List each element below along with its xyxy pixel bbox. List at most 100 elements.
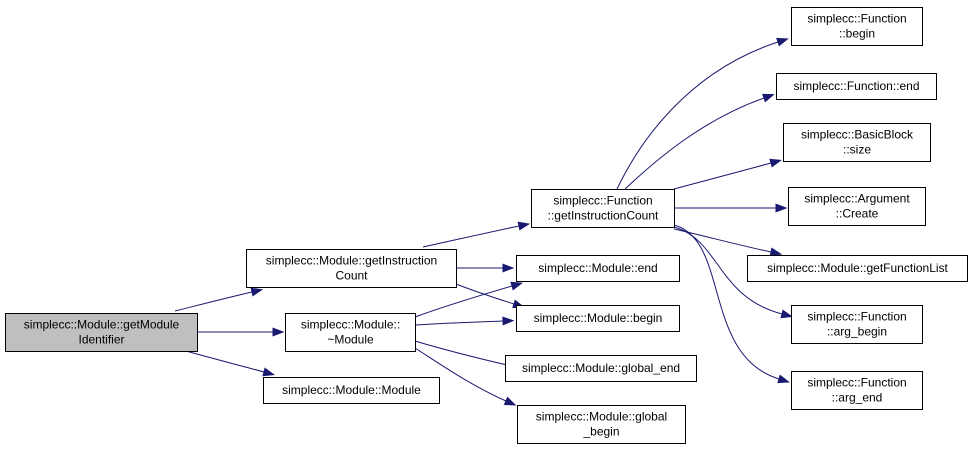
edge-fnGetInstructionCount-to-getFunctionList <box>673 228 783 257</box>
edge-line <box>673 224 780 380</box>
arrowhead <box>769 158 783 168</box>
arrowhead <box>775 203 788 213</box>
edge-line <box>422 225 520 248</box>
edge-line <box>174 291 253 312</box>
edge-line <box>673 226 783 315</box>
node-box[interactable] <box>516 255 680 282</box>
edge-getInstructionCount-to-modEnd <box>456 263 515 273</box>
node-label-line: _begin <box>582 425 619 439</box>
node-label-line: simplecc::Function::end <box>793 79 919 93</box>
edge-line <box>673 162 772 190</box>
node-box[interactable] <box>285 313 416 352</box>
node-label-line: simplecc::Function <box>807 376 906 390</box>
node-label-line: simplecc::Function <box>553 194 652 208</box>
node-box[interactable] <box>516 305 680 332</box>
node-label-line: simplecc::Module::getInstruction <box>266 254 437 268</box>
node-box[interactable] <box>531 189 675 228</box>
edge-getModuleIdentifier-to-getInstructionCount <box>174 287 264 312</box>
edge-fnGetInstructionCount-to-fnBegin <box>616 37 789 190</box>
edge-dtor-to-globalEnd <box>414 340 519 370</box>
arrowhead <box>769 247 783 257</box>
node-argCreate[interactable]: simplecc::Argument::Create <box>788 187 926 226</box>
node-label-line: ::Create <box>836 207 879 221</box>
node-fnEnd[interactable]: simplecc::Function::end <box>776 73 937 100</box>
node-modBegin[interactable]: simplecc::Module::begin <box>516 305 680 332</box>
node-label-line: simplecc::Module:: <box>301 318 400 332</box>
edge-dtor-to-globalBegin <box>414 347 517 406</box>
arrowhead <box>517 221 531 231</box>
node-fnBegin[interactable]: simplecc::Function::begin <box>791 7 923 46</box>
node-box[interactable] <box>5 313 198 352</box>
node-box[interactable] <box>791 371 923 410</box>
node-label-line: simplecc::Argument <box>804 192 910 206</box>
node-box[interactable] <box>783 123 931 162</box>
node-argBegin[interactable]: simplecc::Function::arg_begin <box>791 305 923 344</box>
edge-dtor-to-modEnd <box>414 281 523 318</box>
arrowhead <box>272 327 285 337</box>
node-label-line: simplecc::Function <box>807 12 906 26</box>
node-box[interactable] <box>505 355 697 382</box>
node-fnGetInstructionCount[interactable]: simplecc::Function::getInstructionCount <box>531 189 675 228</box>
node-label-line: ::begin <box>839 27 875 41</box>
node-globalEnd[interactable]: simplecc::Module::global_end <box>505 355 697 382</box>
node-label-line: simplecc::Module::begin <box>534 311 663 325</box>
edge-getInstructionCount-to-fnGetInstructionCount <box>422 221 531 248</box>
edge-line <box>624 97 765 190</box>
node-box[interactable] <box>517 405 686 444</box>
node-box[interactable] <box>791 305 923 344</box>
edge-dtor-to-modBegin <box>414 316 515 326</box>
edge-fnGetInstructionCount-to-argCreate <box>673 203 788 213</box>
edge-fnGetInstructionCount-to-argEnd <box>673 224 790 384</box>
node-getFunctionList[interactable]: simplecc::Module::getFunctionList <box>747 255 968 282</box>
edge-line <box>414 285 513 318</box>
arrowhead <box>262 367 276 377</box>
edges-layer <box>174 37 794 406</box>
node-label-line: simplecc::Module::global_end <box>522 361 680 375</box>
node-label-line: ::arg_begin <box>827 325 887 339</box>
node-label-line: simplecc::BasicBlock <box>801 128 914 142</box>
node-bbSize[interactable]: simplecc::BasicBlock::size <box>783 123 931 162</box>
node-label-line: simplecc::Module::Module <box>282 383 421 397</box>
node-box[interactable] <box>776 73 937 100</box>
nodes-layer: simplecc::Module::getModuleIdentifiersim… <box>5 7 968 444</box>
arrowhead <box>503 396 517 406</box>
node-box[interactable] <box>791 7 923 46</box>
node-box[interactable] <box>747 255 968 282</box>
node-box[interactable] <box>263 377 440 404</box>
node-label-line: Identifier <box>78 333 124 347</box>
node-label-line: ::getInstructionCount <box>548 209 659 223</box>
node-box[interactable] <box>788 187 926 226</box>
node-globalBegin[interactable]: simplecc::Module::global_begin <box>517 405 686 444</box>
node-label-line: Count <box>335 269 368 283</box>
arrowhead <box>762 93 775 103</box>
node-argEnd[interactable]: simplecc::Function::arg_end <box>791 371 923 410</box>
edge-line <box>414 340 508 366</box>
arrowhead <box>776 37 789 47</box>
arrowhead <box>510 281 523 291</box>
node-getInstructionCount[interactable]: simplecc::Module::getInstructionCount <box>246 249 457 288</box>
node-label-line: ::size <box>843 143 871 157</box>
node-dtor[interactable]: simplecc::Module::~Module <box>285 313 416 352</box>
node-label-line: simplecc::Module::getFunctionList <box>767 261 948 275</box>
edge-line <box>414 320 504 326</box>
node-label-line: simplecc::Module::getModule <box>24 318 180 332</box>
edge-fnGetInstructionCount-to-bbSize <box>673 158 783 190</box>
node-label-line: ::arg_end <box>832 391 883 405</box>
node-modEnd[interactable]: simplecc::Module::end <box>516 255 680 282</box>
edge-line <box>673 228 772 253</box>
edge-line <box>414 347 507 402</box>
edge-fnGetInstructionCount-to-argBegin <box>673 226 794 319</box>
arrowhead <box>502 316 515 326</box>
node-ctor[interactable]: simplecc::Module::Module <box>263 377 440 404</box>
arrowhead <box>777 374 790 384</box>
arrowhead <box>250 287 264 297</box>
edge-line <box>185 350 265 373</box>
node-label-line: ~Module <box>327 333 374 347</box>
node-box[interactable] <box>246 249 457 288</box>
edge-line <box>616 41 779 190</box>
edge-fnGetInstructionCount-to-fnEnd <box>624 93 775 190</box>
edge-getModuleIdentifier-to-dtor <box>197 327 285 337</box>
node-label-line: simplecc::Module::end <box>538 261 657 275</box>
